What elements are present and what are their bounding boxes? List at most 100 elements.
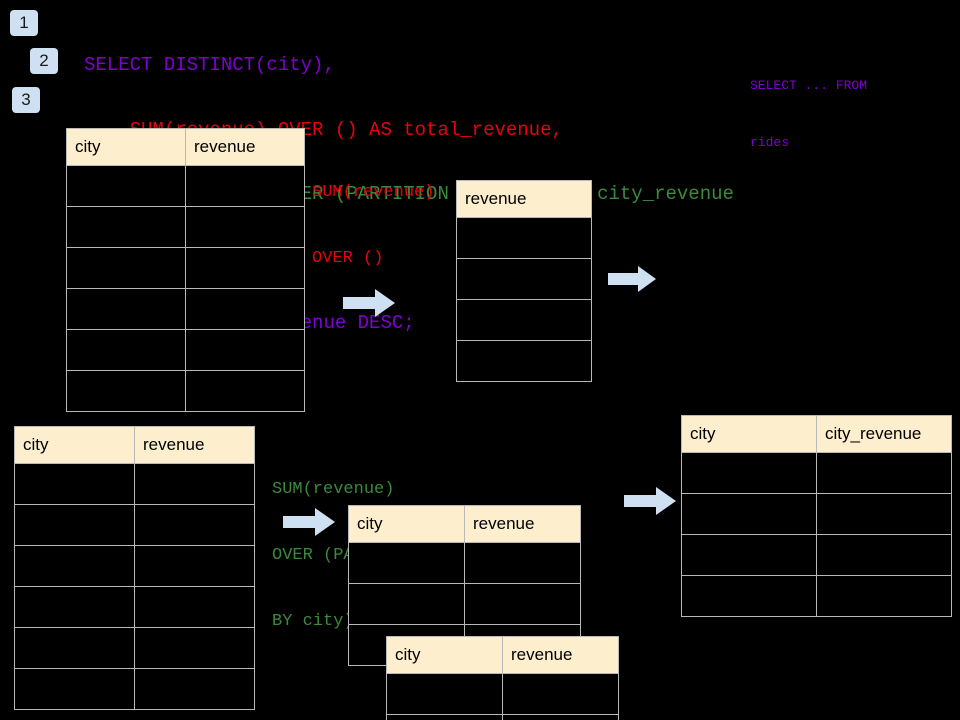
table-header-row: city revenue bbox=[386, 636, 619, 674]
table-header-row: city revenue bbox=[14, 426, 255, 464]
cell-revenue bbox=[185, 165, 305, 207]
table-row bbox=[14, 668, 255, 710]
annotation-total-line-2: OVER () bbox=[312, 249, 384, 268]
table-row bbox=[456, 340, 592, 382]
result-table: city city_revenue bbox=[681, 415, 952, 617]
partition-table-front: city revenue bbox=[386, 636, 619, 720]
cell-revenue bbox=[464, 542, 581, 584]
column-header-revenue: revenue bbox=[134, 426, 255, 464]
table-row bbox=[14, 545, 255, 587]
cell-city bbox=[14, 586, 135, 628]
arrow-partition-to-result bbox=[624, 487, 676, 515]
cell-revenue bbox=[456, 258, 592, 300]
cell-city-revenue bbox=[816, 534, 952, 576]
cell-city bbox=[14, 627, 135, 669]
cell-city bbox=[681, 493, 817, 535]
cell-revenue bbox=[185, 370, 305, 412]
table-row bbox=[66, 165, 305, 207]
table-row bbox=[386, 673, 619, 715]
table-row bbox=[681, 452, 952, 494]
table-row bbox=[66, 288, 305, 330]
arrow-total-to-result bbox=[608, 266, 656, 292]
cell-city bbox=[681, 575, 817, 617]
table-header-row: revenue bbox=[456, 180, 592, 218]
cell-city-revenue bbox=[816, 493, 952, 535]
column-header-revenue: revenue bbox=[185, 128, 305, 166]
rides-source-table-bottom: city revenue bbox=[14, 426, 255, 710]
table-row bbox=[681, 493, 952, 535]
side-note-select-from: SELECT ... FROM rides bbox=[750, 38, 867, 190]
column-header-city: city bbox=[681, 415, 817, 453]
side-note-line-1: SELECT ... FROM bbox=[750, 78, 868, 93]
column-header-revenue: revenue bbox=[456, 180, 592, 218]
table-row bbox=[386, 714, 619, 720]
table-header-row: city city_revenue bbox=[681, 415, 952, 453]
table-row bbox=[348, 583, 581, 625]
cell-city bbox=[681, 534, 817, 576]
cell-revenue bbox=[456, 299, 592, 341]
cell-city bbox=[66, 329, 186, 371]
arrow-source-to-total bbox=[343, 289, 395, 317]
table-header-row: city revenue bbox=[66, 128, 305, 166]
annotation-total-line-1: SUM(revenue) bbox=[312, 183, 435, 202]
table-row bbox=[456, 299, 592, 341]
cell-city bbox=[66, 165, 186, 207]
cell-city bbox=[66, 247, 186, 289]
table-row bbox=[681, 575, 952, 617]
cell-revenue bbox=[502, 714, 619, 720]
cell-revenue bbox=[464, 583, 581, 625]
cell-revenue bbox=[456, 217, 592, 259]
step-badge-1: 1 bbox=[10, 10, 38, 36]
cell-revenue bbox=[134, 627, 255, 669]
cell-revenue bbox=[134, 504, 255, 546]
table-row bbox=[348, 542, 581, 584]
cell-city bbox=[348, 542, 465, 584]
annotation-partition-line-1: SUM(revenue) bbox=[272, 480, 395, 499]
side-note-line-2: rides bbox=[750, 135, 790, 150]
column-header-city-revenue: city_revenue bbox=[816, 415, 952, 453]
table-row bbox=[66, 206, 305, 248]
cell-city-revenue bbox=[816, 452, 952, 494]
column-header-revenue: revenue bbox=[464, 505, 581, 543]
sql-line-1: SELECT DISTINCT(city), bbox=[84, 54, 335, 76]
cell-revenue bbox=[185, 247, 305, 289]
cell-revenue bbox=[502, 673, 619, 715]
cell-city bbox=[386, 673, 503, 715]
cell-city bbox=[14, 545, 135, 587]
cell-revenue bbox=[456, 340, 592, 382]
table-row bbox=[14, 586, 255, 628]
cell-revenue bbox=[185, 206, 305, 248]
cell-city bbox=[14, 504, 135, 546]
table-row bbox=[456, 217, 592, 259]
cell-revenue bbox=[185, 329, 305, 371]
table-row bbox=[66, 247, 305, 289]
step-badge-3: 3 bbox=[12, 87, 40, 113]
column-header-city: city bbox=[386, 636, 503, 674]
cell-city bbox=[386, 714, 503, 720]
annotation-partition-line-3: BY city) bbox=[272, 612, 354, 631]
column-header-city: city bbox=[66, 128, 186, 166]
arrow-source-to-partition bbox=[283, 508, 335, 536]
cell-city bbox=[14, 463, 135, 505]
table-row bbox=[456, 258, 592, 300]
cell-revenue bbox=[134, 545, 255, 587]
table-row bbox=[681, 534, 952, 576]
table-header-row: city revenue bbox=[348, 505, 581, 543]
total-revenue-table: revenue bbox=[456, 180, 592, 382]
cell-city bbox=[66, 288, 186, 330]
column-header-revenue: revenue bbox=[502, 636, 619, 674]
table-row bbox=[14, 463, 255, 505]
column-header-city: city bbox=[348, 505, 465, 543]
cell-city bbox=[348, 583, 465, 625]
cell-city bbox=[14, 668, 135, 710]
column-header-city: city bbox=[14, 426, 135, 464]
annotation-total-revenue: SUM(revenue) OVER () bbox=[312, 138, 434, 314]
cell-revenue bbox=[134, 668, 255, 710]
table-row bbox=[66, 370, 305, 412]
cell-revenue bbox=[134, 463, 255, 505]
rides-source-table-top: city revenue bbox=[66, 128, 305, 412]
cell-city bbox=[681, 452, 817, 494]
table-row bbox=[14, 504, 255, 546]
table-row bbox=[14, 627, 255, 669]
